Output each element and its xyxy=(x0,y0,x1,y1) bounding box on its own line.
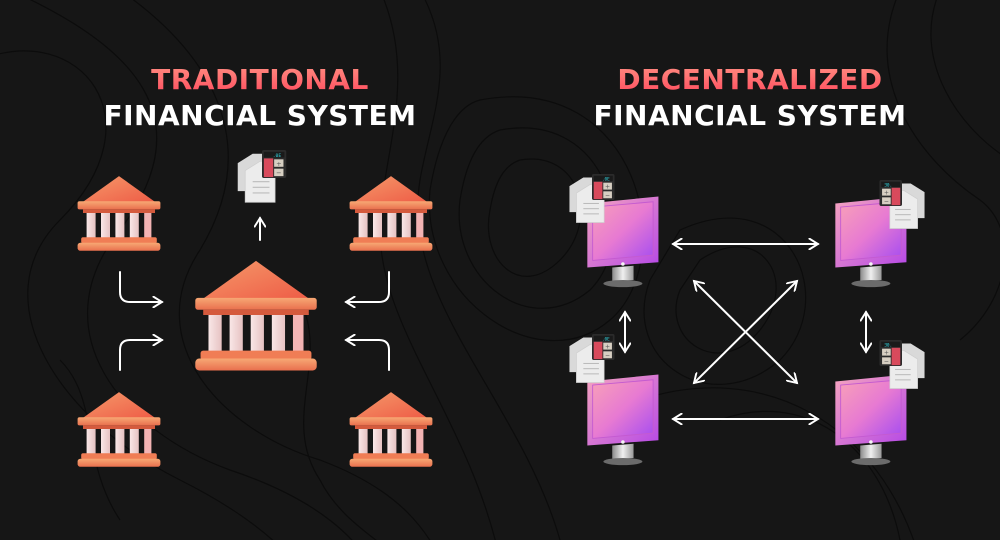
title-line2: FINANCIAL SYSTEM xyxy=(103,99,417,132)
decentralized-title: DECENTRALIZED FINANCIAL SYSTEM xyxy=(570,66,930,130)
left-arrows xyxy=(119,0,390,371)
traditional-title: TRADITIONAL FINANCIAL SYSTEM xyxy=(80,66,440,130)
title-line1: DECENTRALIZED xyxy=(570,66,930,94)
title-line1: TRADITIONAL xyxy=(80,66,440,94)
title-line2: FINANCIAL SYSTEM xyxy=(593,99,907,132)
